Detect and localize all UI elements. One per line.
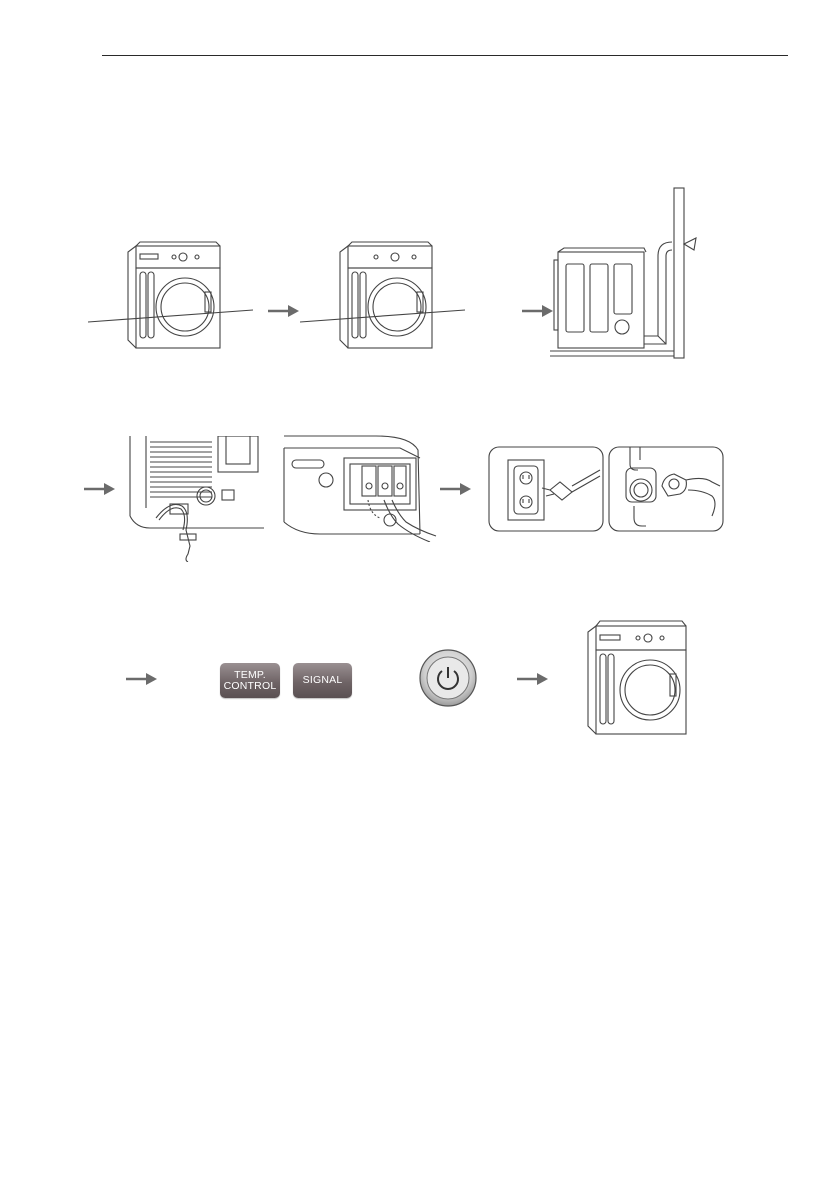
header-rule	[102, 55, 788, 56]
dryer-water-hose-illustration	[126, 436, 266, 562]
right-arrow-icon	[268, 304, 300, 318]
wall-outlet-3-prong-illustration	[488, 446, 604, 532]
dryer-level-check-illustration	[300, 236, 475, 356]
power-button[interactable]	[418, 648, 478, 708]
temp-control-button[interactable]: TEMP. CONTROL	[220, 663, 280, 698]
signal-button[interactable]: SIGNAL	[293, 663, 352, 698]
right-arrow-icon	[440, 482, 472, 496]
dryer-power-terminal-block-illustration	[280, 434, 438, 542]
dryer-level-floor-illustration	[88, 236, 263, 356]
right-arrow-icon	[126, 672, 158, 686]
temp-control-label-line2: CONTROL	[224, 681, 277, 692]
wall-outlet-4-prong-illustration	[608, 446, 724, 532]
temp-control-label-line1: TEMP.	[234, 670, 266, 681]
dryer-exhaust-duct-illustration	[548, 186, 718, 362]
right-arrow-icon	[84, 482, 116, 496]
dryer-ready-illustration	[578, 616, 698, 740]
signal-label: SIGNAL	[303, 675, 343, 686]
right-arrow-icon	[517, 672, 549, 686]
